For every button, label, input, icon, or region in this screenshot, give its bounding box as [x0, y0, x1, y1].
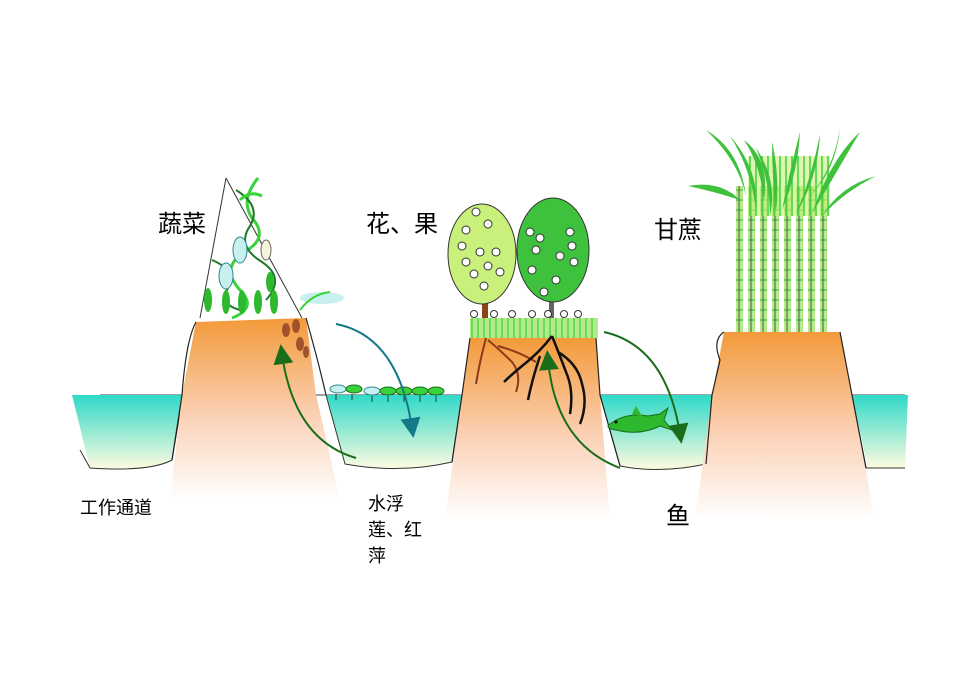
label-water-plants: 水浮 莲、红 萍 — [368, 492, 448, 570]
sugarcane-dike — [695, 332, 875, 520]
arrow-orchard-to-pond — [603, 331, 689, 444]
arrow-pond-to-vegetables — [273, 344, 357, 459]
arrow-pond-to-orchard — [538, 350, 621, 469]
label-sugarcane: 甘蔗 — [654, 216, 702, 244]
vegetable-trellis — [199, 177, 344, 358]
fish-icon — [607, 406, 674, 433]
label-water-plants-line-2: 莲、红 — [368, 520, 422, 541]
right-pond — [600, 395, 712, 470]
arrow-vegetables-to-pond — [335, 323, 421, 438]
orchard-dike — [445, 338, 610, 520]
label-work-path: 工作通道 — [80, 498, 152, 519]
fruit-trees — [447, 197, 598, 425]
label-vegetables: 蔬菜 — [158, 210, 206, 238]
floating-plants — [329, 384, 445, 402]
vegetable-dike — [170, 318, 340, 500]
sugarcane — [688, 128, 876, 332]
label-water-plants-line-1: 水浮 — [368, 494, 404, 515]
left-pond — [72, 395, 183, 469]
far-right-pond — [852, 395, 908, 468]
middle-pond — [326, 395, 462, 469]
label-flowers-fruits: 花、果 — [366, 210, 438, 238]
label-water-plants-line-3: 萍 — [368, 546, 386, 567]
label-fish: 鱼 — [666, 502, 690, 530]
